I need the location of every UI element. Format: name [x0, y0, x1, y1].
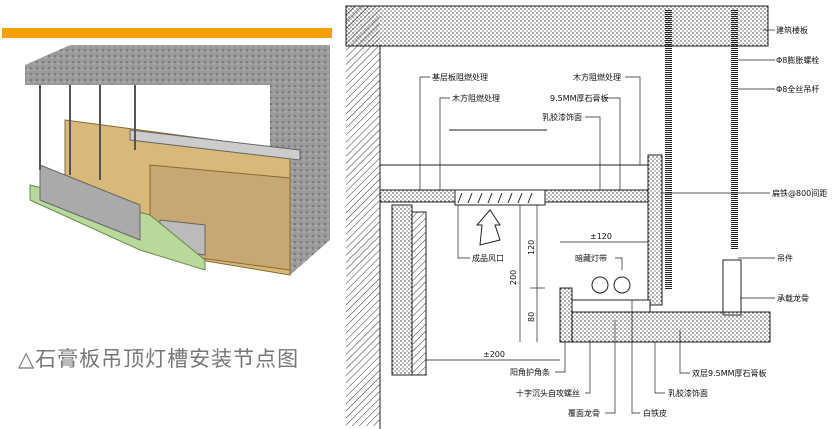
label-gypsum: 9.5MM厚石膏板: [550, 93, 609, 103]
label-hidden-light: 暗藏灯带: [575, 253, 607, 263]
light-strip-icon: [591, 276, 609, 294]
label-screw: 十字沉头自攻螺丝: [516, 388, 580, 398]
label-latex: 乳胶漆饰面: [542, 112, 582, 122]
dim-v80: 80: [527, 312, 536, 322]
label-wood-fire: 木方阻燃处理: [452, 93, 500, 103]
label-slab: 建筑楼板: [776, 25, 808, 35]
label-tin: 白铁皮: [643, 408, 667, 418]
floor-slab: [345, 5, 769, 47]
hanger-rod: [665, 10, 672, 290]
dim-v120: 120: [527, 240, 536, 255]
hanger-rod: [731, 10, 738, 250]
label-corner-bead: 阳角护角条: [510, 367, 550, 377]
section-drawing: ±120 ±200 200 120 80 建筑楼板 Φ8膨胀螺栓 Φ8全丝吊杆 …: [345, 5, 827, 429]
dim-v200: 200: [509, 270, 518, 285]
vent-arrow-icon: [475, 209, 501, 246]
label-vent: 成品风口: [472, 253, 504, 263]
label-base-board: 基层板阻燃处理: [432, 72, 488, 82]
label-cover-keel: 覆面龙骨: [568, 408, 600, 418]
drawing-caption: △石膏板吊顶灯槽安装节点图: [18, 347, 300, 371]
label-wood-fire: 木方阻燃处理: [573, 72, 621, 82]
3d-ceiling-render: [25, 45, 330, 276]
label-bolt: Φ8膨胀螺栓: [776, 55, 819, 65]
label-flat-iron: 扁铁@800间距: [772, 188, 827, 198]
label-main-keel: 承载龙骨: [777, 293, 809, 303]
accent-bar: [2, 28, 332, 38]
dim-120: ±120: [590, 232, 612, 241]
label-rod: Φ8全丝吊杆: [776, 84, 819, 94]
light-strip-icon: [613, 276, 631, 294]
wall: [346, 6, 380, 426]
label-latex: 乳胶漆饰面: [668, 388, 708, 398]
3d-illustration: △石膏板吊顶灯槽安装节点图: [0, 0, 340, 429]
dim-200: ±200: [483, 350, 505, 359]
label-hanger: 吊件: [777, 253, 793, 263]
main-keel: [722, 259, 742, 316]
label-double-gypsum: 双层9.5MM厚石膏板: [692, 368, 767, 378]
